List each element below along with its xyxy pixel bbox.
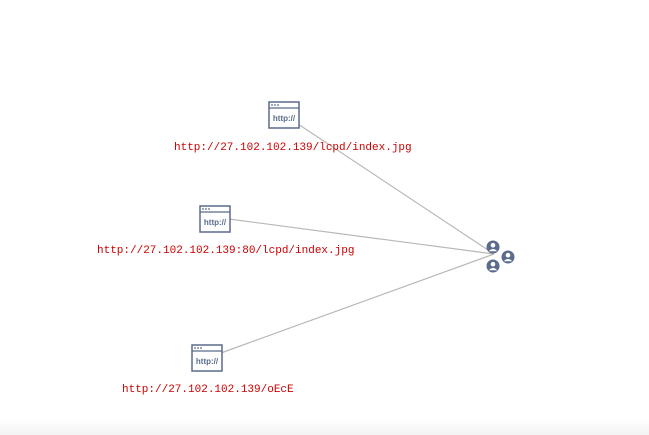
- browser-window-icon: http://: [199, 205, 231, 233]
- link-line: [220, 253, 495, 354]
- svg-text:http://: http://: [204, 218, 227, 227]
- url-node[interactable]: http://: [199, 205, 231, 233]
- user-group-icon: [486, 240, 515, 273]
- url-label[interactable]: http://27.102.102.139:80/lcpd/index.jpg: [97, 245, 355, 257]
- url-label[interactable]: http://27.102.102.139/lcpd/index.jpg: [174, 142, 412, 154]
- svg-text:http://: http://: [196, 357, 219, 366]
- bottom-fade: [0, 420, 649, 435]
- url-label[interactable]: http://27.102.102.139/oEcE: [122, 384, 294, 396]
- link-line: [297, 123, 495, 255]
- browser-window-icon: http://: [191, 344, 223, 372]
- user-group-node[interactable]: [484, 240, 516, 274]
- url-node[interactable]: http://: [268, 101, 300, 129]
- svg-text:http://: http://: [273, 114, 296, 123]
- url-node[interactable]: http://: [191, 344, 223, 372]
- link-line: [228, 218, 495, 255]
- browser-window-icon: http://: [268, 101, 300, 129]
